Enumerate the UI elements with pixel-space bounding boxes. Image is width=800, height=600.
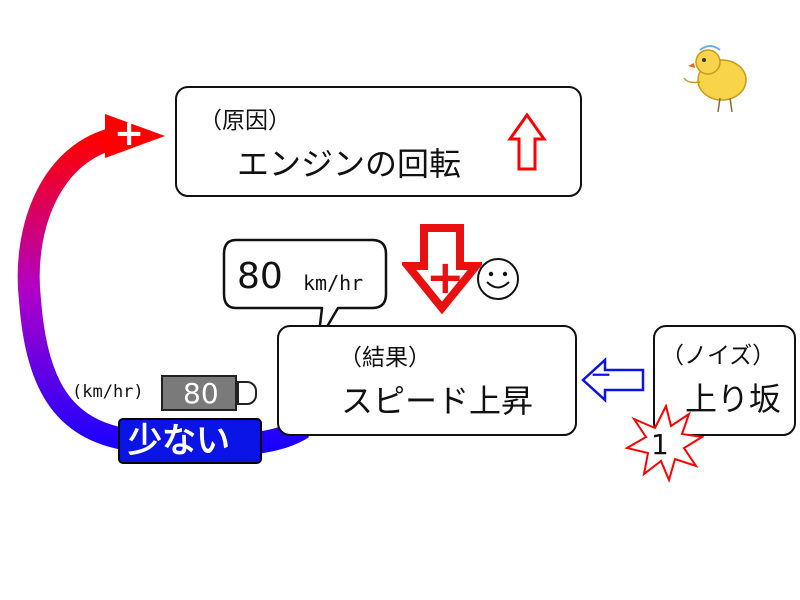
noise-box: （ノイズ） 上り坂 (653, 325, 796, 436)
up-arrow-icon (507, 112, 547, 171)
chick-illustration-icon (683, 45, 747, 113)
down-plus-arrow-icon (402, 224, 482, 314)
result-title: スピード上昇 (341, 382, 534, 420)
cause-title: エンジンの回転 (237, 145, 462, 183)
feedback-loop-sign: + (114, 113, 145, 154)
low-badge: 少ない (118, 418, 262, 464)
meter-value: 80 (183, 377, 219, 410)
left-minus-arrow-icon (581, 357, 645, 403)
result-box: （結果） スピード上昇 (277, 325, 577, 436)
meter-unit: (km/hr) (72, 382, 144, 402)
down-arrow-sign: + (426, 250, 465, 304)
result-tag: （結果） (339, 345, 431, 371)
burst-number: 1 (651, 428, 669, 461)
feedback-loop-arrowhead (105, 114, 165, 158)
speech-bubble-value: 80 (237, 256, 283, 297)
meter-knob (237, 381, 257, 405)
smiley-icon (477, 258, 519, 300)
burst-star-icon (624, 404, 704, 484)
cause-tag: （原因） (199, 108, 291, 134)
cause-box: （原因） エンジンの回転 (175, 86, 582, 197)
low-badge-label: 少ない (128, 421, 230, 461)
speech-bubble-unit: km/hr (303, 271, 364, 295)
meter-display: 80 (161, 375, 237, 411)
noise-title: 上り坂 (685, 380, 782, 418)
noise-tag: （ノイズ） (661, 343, 776, 369)
noise-arrow-sign: － (590, 364, 613, 389)
